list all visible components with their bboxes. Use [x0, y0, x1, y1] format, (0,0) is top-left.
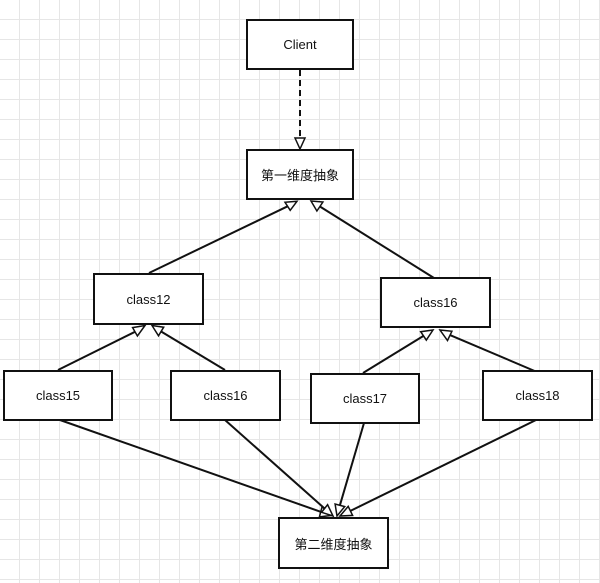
- arrowhead-class18-to-class16top: [438, 329, 454, 342]
- class12-node[interactable]: class12: [93, 273, 204, 325]
- arrowhead-class12-to-dim1: [283, 200, 299, 212]
- arrowhead-class17-to-dim2: [334, 502, 347, 518]
- arrowhead-class16top-to-dim1: [309, 200, 325, 213]
- arrowhead-class15-to-class12: [131, 324, 147, 338]
- class17-node[interactable]: class17: [310, 373, 420, 424]
- edge-class16bottom-to-dim2: [224, 419, 326, 510]
- edge-class17-to-dim2: [338, 422, 365, 506]
- class15-node[interactable]: class15: [3, 370, 113, 421]
- class16-top-node[interactable]: class16: [380, 277, 491, 328]
- dimension1-abstraction-node[interactable]: 第一维度抽象: [246, 149, 354, 200]
- edge-class16bottom-to-class12: [160, 330, 226, 371]
- edge-class16top-to-dim1: [319, 205, 435, 279]
- arrowhead-client-to-dim1: [293, 137, 307, 151]
- arrowhead-class17-to-class16top: [419, 329, 435, 342]
- class18-node[interactable]: class18: [482, 370, 593, 421]
- arrowhead-class18-to-dim2: [338, 505, 354, 517]
- dimension2-abstraction-node[interactable]: 第二维度抽象: [278, 517, 389, 569]
- client-node[interactable]: Client: [246, 19, 354, 70]
- edge-class15-to-dim2: [59, 419, 322, 513]
- edge-class18-to-dim2: [349, 419, 537, 512]
- edge-class18-to-class16top: [449, 333, 538, 373]
- edge-class12-to-dim1: [148, 205, 289, 274]
- edge-class15-to-class12: [57, 330, 136, 371]
- edge-class17-to-class16top: [362, 335, 425, 374]
- arrowhead-class16bottom-to-dim2: [320, 503, 335, 518]
- class16-bottom-node[interactable]: class16: [170, 370, 281, 421]
- arrowhead-class16bottom-to-class12: [150, 324, 165, 338]
